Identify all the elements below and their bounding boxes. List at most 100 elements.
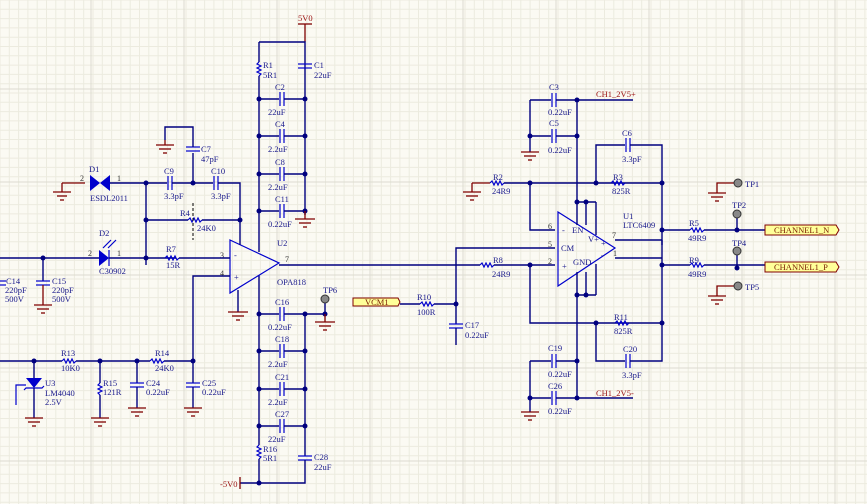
c17-ref: C17 bbox=[465, 320, 479, 330]
output-network: R5 49R9 R9 49R9 TP2 TP4 TP1 TP5 CHANNEL1… bbox=[659, 178, 840, 305]
r1-value: 5R1 bbox=[263, 70, 277, 80]
u2-ref: U2 bbox=[277, 238, 287, 248]
junction bbox=[256, 96, 262, 102]
c20-ref: C20 bbox=[623, 344, 637, 354]
c24-value: 0.22uF bbox=[146, 387, 170, 397]
c19-value: 0.22uF bbox=[548, 369, 572, 379]
r14-ref: R14 bbox=[155, 348, 170, 358]
vcm1-port[interactable] bbox=[352, 297, 401, 307]
u1-pin6: 6 bbox=[548, 222, 552, 231]
u1-differential-amp[interactable]: - EN CM + GND V+ + - 6 5 2 7 1 U1 LTC640… bbox=[548, 199, 662, 298]
u2-pin4: 4 bbox=[220, 269, 224, 278]
u3-value: LM4040 bbox=[45, 388, 75, 398]
junction bbox=[302, 133, 308, 139]
c10-value: 3.3pF bbox=[211, 191, 231, 201]
tp4-label: TP4 bbox=[732, 238, 747, 248]
c27-ref: C27 bbox=[275, 409, 289, 419]
u2-minus-sign: - bbox=[234, 250, 237, 260]
c25-ref: C25 bbox=[202, 378, 216, 388]
tp1-testpoint[interactable] bbox=[733, 178, 743, 188]
junction bbox=[302, 171, 308, 177]
d1-pin1: 1 bbox=[117, 174, 121, 183]
r2-ref: R2 bbox=[493, 172, 503, 182]
c17-value: 0.22uF bbox=[465, 330, 489, 340]
u1-value: LTC6409 bbox=[623, 220, 655, 230]
c5-value: 0.22uF bbox=[548, 145, 572, 155]
c6-value: 3.3pF bbox=[622, 154, 642, 164]
r10-value: 100R bbox=[417, 307, 436, 317]
power-5v0-label: 5V0 bbox=[298, 13, 313, 23]
c3-value: 0.22uF bbox=[548, 107, 572, 117]
c21-ref: C21 bbox=[275, 372, 289, 382]
r4-value: 24K0 bbox=[197, 223, 216, 233]
junction bbox=[302, 96, 308, 102]
d2-ref: D2 bbox=[99, 228, 109, 238]
c18-ref: C18 bbox=[275, 334, 289, 344]
r16-ref: R16 bbox=[263, 444, 277, 454]
tp6-testpoint[interactable] bbox=[320, 294, 330, 304]
u2-value: OPA818 bbox=[277, 277, 306, 287]
junction bbox=[256, 171, 262, 177]
c2-value: 22uF bbox=[268, 107, 286, 117]
c25-value: 0.22uF bbox=[202, 387, 226, 397]
c18-value: 2.2uF bbox=[268, 359, 288, 369]
u1-pin7: 7 bbox=[612, 231, 616, 240]
r3-ref: R3 bbox=[613, 172, 623, 182]
r9-ref: R9 bbox=[689, 255, 699, 265]
u2-opamp[interactable]: - + U2 OPA818 7 3 4 bbox=[220, 238, 306, 321]
c7-value: 47pF bbox=[201, 154, 219, 164]
c6-ref: C6 bbox=[622, 128, 632, 138]
c10-ref: C10 bbox=[211, 166, 225, 176]
ch1-2v5-minus-label: CH1_2V5- bbox=[596, 388, 634, 398]
r10-ref: R10 bbox=[417, 292, 431, 302]
r7-ref: R7 bbox=[166, 244, 176, 254]
c4-ref: C4 bbox=[275, 119, 286, 129]
r13-ref: R13 bbox=[61, 348, 75, 358]
c2-ref: C2 bbox=[275, 82, 285, 92]
c24-ref: C24 bbox=[146, 378, 161, 388]
reference-network: R13 10K0 R14 24K0 U3 LM4040 2.5V R15 121… bbox=[0, 275, 230, 427]
r8-value: 24R9 bbox=[492, 269, 510, 279]
c26-ref: C26 bbox=[548, 381, 562, 391]
channel1-n-port[interactable] bbox=[764, 224, 840, 236]
r7-value: 15R bbox=[166, 260, 181, 270]
u1-pin2: 2 bbox=[548, 257, 552, 266]
c14-value: 220pF bbox=[5, 285, 27, 295]
r5-value: 49R9 bbox=[688, 233, 706, 243]
c16-ref: C16 bbox=[275, 297, 289, 307]
u1-plus-input: + bbox=[562, 261, 567, 271]
power-neg-5v0-label: -5V0 bbox=[220, 479, 237, 489]
u3-voltage: 2.5V bbox=[45, 397, 63, 407]
channel1-p-port[interactable] bbox=[764, 261, 840, 273]
r9-value: 49R9 bbox=[688, 269, 706, 279]
c3-ref: C3 bbox=[549, 82, 559, 92]
u2-negative-supply: R16 5R1 C28 22uF -5V0 TP6 bbox=[220, 275, 337, 489]
c8-value: 2.2uF bbox=[268, 182, 288, 192]
u2-plus-sign: + bbox=[234, 272, 239, 282]
midstage-network: R8 24R9 VCM1 R10 100R C17 0.22uF bbox=[279, 247, 555, 345]
tp1-label: TP1 bbox=[745, 179, 759, 189]
c15-rating: 500V bbox=[52, 294, 72, 304]
r4-ref: R4 bbox=[180, 208, 191, 218]
c20-value: 3.3pF bbox=[622, 370, 642, 380]
c5-ref: C5 bbox=[549, 118, 559, 128]
tp5-label: TP5 bbox=[745, 282, 759, 292]
u1-en-label: EN bbox=[572, 225, 583, 235]
u1-out-minus: - bbox=[601, 250, 604, 260]
channel1-n-label: CHANNEL1_N bbox=[774, 225, 829, 235]
d1-value: ESDL2011 bbox=[90, 193, 128, 203]
tp5-testpoint[interactable] bbox=[733, 281, 743, 291]
r5-ref: R5 bbox=[689, 218, 699, 228]
r11-ref: R11 bbox=[614, 312, 628, 322]
r3-value: 825R bbox=[612, 186, 631, 196]
c14-ref: C14 bbox=[6, 276, 21, 286]
tp4-testpoint[interactable] bbox=[732, 246, 742, 256]
tp2-label: TP2 bbox=[732, 200, 746, 210]
input-network: D1 ESDL2011 2 1 C9 3.3pF C10 3.3pF C7 47… bbox=[0, 126, 243, 314]
tp2-testpoint[interactable] bbox=[732, 209, 742, 219]
r16-value: 5R1 bbox=[263, 453, 277, 463]
c26-value: 0.22uF bbox=[548, 406, 572, 416]
